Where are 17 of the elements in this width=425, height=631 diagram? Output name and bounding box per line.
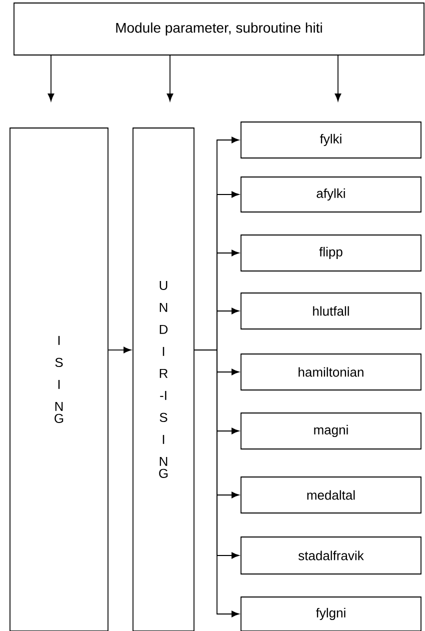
subroutine-box: fylgni — [240, 596, 422, 631]
module-box: Module parameter, subroutine hiti — [14, 2, 424, 56]
arrow — [166, 55, 174, 102]
program-box: UNDIR-ISING — [132, 128, 194, 631]
arrow — [194, 350, 240, 618]
subroutine-box: afylki — [240, 176, 422, 212]
subroutine-box: stadalfravik — [240, 536, 422, 574]
subroutine-box: magni — [240, 412, 422, 450]
subroutine-box: fylki — [240, 122, 422, 158]
subroutine-box: medaltal — [240, 476, 422, 514]
subroutine-box: flipp — [240, 234, 422, 272]
subroutine-box: hamiltonian — [240, 354, 422, 390]
arrow — [108, 346, 132, 354]
program-box: ISING — [10, 128, 108, 631]
subroutine-box: hlutfall — [240, 292, 422, 330]
arrow — [334, 55, 342, 102]
arrow — [48, 55, 54, 102]
